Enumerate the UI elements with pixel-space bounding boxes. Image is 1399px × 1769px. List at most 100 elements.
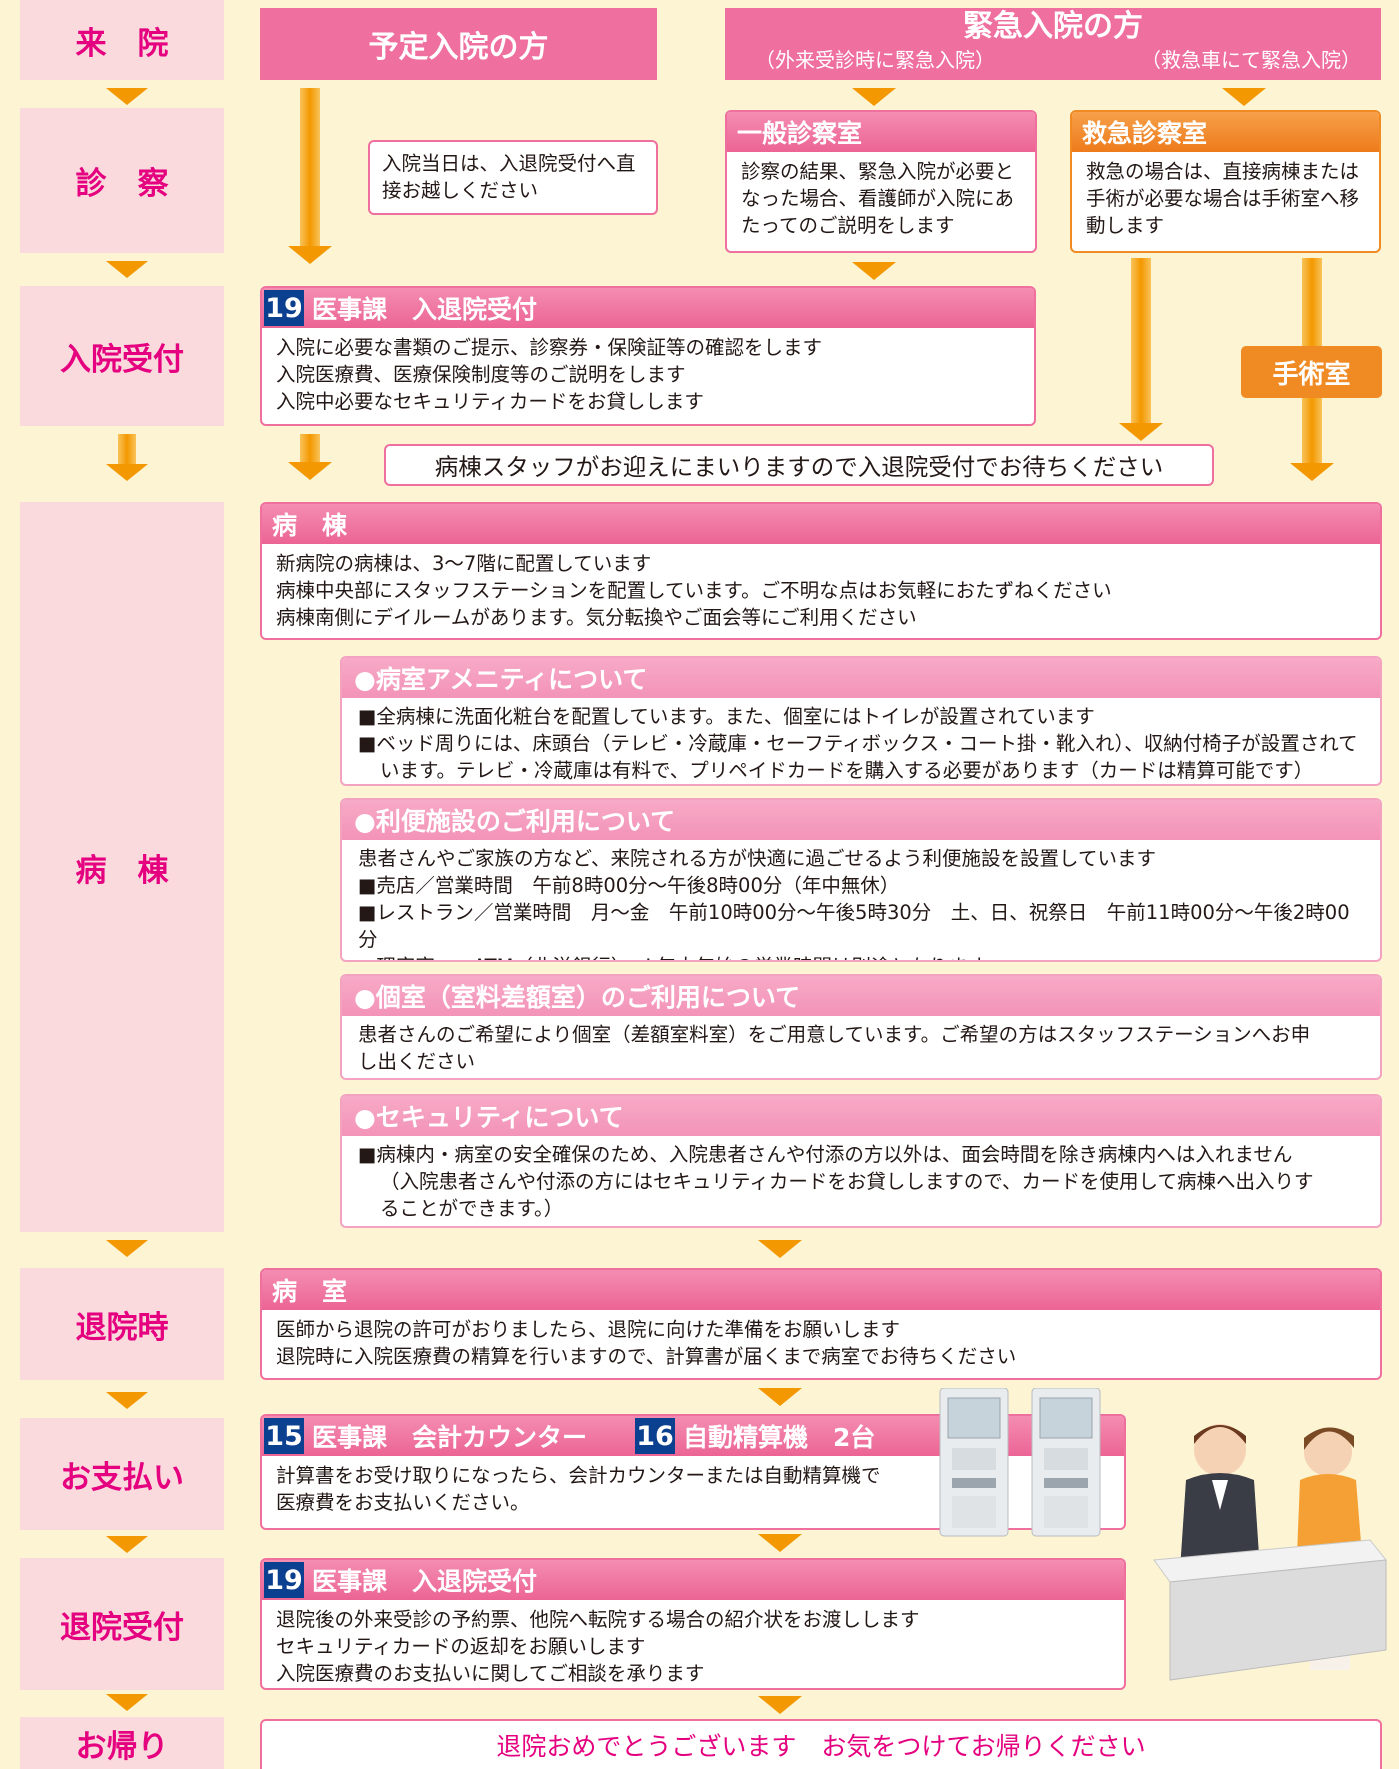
planned-note: 入院当日は、入退院受付へ直接お越しください xyxy=(368,140,658,215)
discharge-header: 19 医事課 入退院受付 xyxy=(262,1560,1124,1600)
security-line-2: （入院患者さんや付添の方にはセキュリティカードをお貸ししますので、カードを使用し… xyxy=(380,1170,1314,1193)
room-line-1: 医師から退院の許可がおりましたら、退院に向けた準備をお願いします xyxy=(276,1318,901,1341)
farewell-message: 退院おめでとうございます お気をつけてお帰りください xyxy=(260,1719,1382,1769)
room-box: 病 室 医師から退院の許可がおりましたら、退院に向けた準備をお願いします 退院時… xyxy=(260,1268,1382,1380)
step-discharge-time: 退院時 xyxy=(20,1268,224,1380)
admission-line-2: 入院医療費、医療保険制度等のご説明をします xyxy=(276,363,686,386)
step-arrow-5 xyxy=(106,1392,148,1409)
ward-line-2: 病棟中央部にスタッフステーションを配置しています。ご不明な点はお気軽におたずねく… xyxy=(276,579,1112,602)
payment-machine-title: 自動精算機 2台 xyxy=(683,1423,876,1452)
emergency-title: 緊急入院の方 xyxy=(963,9,1143,44)
discharge-line-1: 退院後の外来受診の予約票、他院へ転院する場合の紹介状をお渡しします xyxy=(276,1608,920,1631)
step-arrow-7 xyxy=(106,1694,148,1711)
security-body: ■病棟内・病室の安全確保のため、入院患者さんや付添の方以外は、面会時間を除き病棟… xyxy=(342,1136,1380,1226)
room-line-2: 退院時に入院医療費の精算を行いますので、計算書が届くまで病室でお待ちください xyxy=(276,1345,1017,1368)
er-arrow-surgery-head xyxy=(1290,463,1334,481)
planned-arrow-head xyxy=(288,246,332,264)
general-exam-box: 一般診察室 診察の結果、緊急入院が必要となった場合、看護師が入院にあたってのご説… xyxy=(725,110,1037,253)
payment-line-2: 医療費をお支払いください。 xyxy=(276,1491,530,1514)
room-title: 病 室 xyxy=(262,1270,1380,1310)
er-exam-title: 救急診察室 xyxy=(1072,112,1379,152)
planned-arrow-shaft xyxy=(300,88,320,246)
discharge-counter-number: 19 xyxy=(264,1562,304,1598)
facility-line-3: ■レストラン／営業時間 月～金 午前10時00分～午後5時30分 土、日、祝祭日… xyxy=(358,901,1350,951)
amenity-box: ●病室アメニティについて ■全病棟に洗面化粧台を配置しています。また、個室にはト… xyxy=(340,656,1382,786)
payment-line-1: 計算書をお受け取りになったら、会計カウンターまたは自動精算機で xyxy=(276,1464,881,1487)
reception-counter xyxy=(1153,1539,1387,1681)
step-ward: 病 棟 xyxy=(20,502,224,1232)
amenity-line-3: います。テレビ・冷蔵庫は有料で、プリペイドカードを購入する必要があります（カード… xyxy=(380,759,1314,782)
step-visit: 来 院 xyxy=(20,0,224,80)
admission-box: 19 医事課 入退院受付 入院に必要な書類のご提示、診察券・保険証等の確認をします… xyxy=(260,286,1036,426)
er-exam-box: 救急診察室 救急の場合は、直接病棟または手術が必要な場合は手術室へ移動します xyxy=(1070,110,1381,253)
step-exam: 診 察 xyxy=(20,108,224,253)
emergency-header: 緊急入院の方 （外来受診時に緊急入院） （救急車にて緊急入院） xyxy=(725,8,1381,80)
security-box: ●セキュリティについて ■病棟内・病室の安全確保のため、入院患者さんや付添の方以… xyxy=(340,1094,1382,1228)
admission-body: 入院に必要な書類のご提示、診察券・保険証等の確認をします 入院医療費、医療保険制… xyxy=(262,328,1034,421)
security-title: ●セキュリティについて xyxy=(342,1096,1380,1136)
staff-person xyxy=(1180,1424,1260,1570)
discharge-body: 退院後の外来受診の予約票、他院へ転院する場合の紹介状をお渡しします セキュリティ… xyxy=(262,1600,1124,1688)
step-arrow-1 xyxy=(106,88,148,105)
er-arrow-ward-head xyxy=(1119,423,1163,441)
admission-line-1: 入院に必要な書類のご提示、診察券・保険証等の確認をします xyxy=(276,336,823,359)
private-room-box: ●個室（室料差額室）のご利用について 患者さんのご希望により個室（差額室料室）を… xyxy=(340,974,1382,1080)
er-arrow-ward-shaft xyxy=(1131,258,1151,423)
step-payment: お支払い xyxy=(20,1418,224,1530)
emergency-subtitles: （外来受診時に緊急入院） （救急車にて緊急入院） xyxy=(725,44,1381,73)
step-arrow-6 xyxy=(106,1536,148,1553)
payment-machine-2 xyxy=(1031,1388,1101,1537)
security-line-3: ることができます。） xyxy=(380,1197,564,1220)
payment-machines-illustration xyxy=(939,1388,1101,1537)
emergency-sub-outpatient: （外来受診時に緊急入院） xyxy=(755,48,995,72)
admission-header: 19 医事課 入退院受付 xyxy=(262,288,1034,328)
payment-machine-number: 16 xyxy=(635,1418,676,1454)
private-room-line-1: 患者さんのご希望により個室（差額室料室）をご用意しています。ご希望の方はスタッフ… xyxy=(358,1023,1311,1046)
private-room-title: ●個室（室料差額室）のご利用について xyxy=(342,976,1380,1016)
step-arrow-3-shaft xyxy=(118,434,136,464)
step-arrow-4 xyxy=(106,1240,148,1257)
planned-header: 予定入院の方 xyxy=(260,8,657,80)
ward-body: 新病院の病棟は、3～7階に配置しています 病棟中央部にスタッフステーションを配置… xyxy=(262,544,1380,637)
payment-body: 計算書をお受け取りになったら、会計カウンターまたは自動精算機で 医療費をお支払い… xyxy=(262,1456,1124,1522)
discharge-title: 医事課 入退院受付 xyxy=(312,1567,538,1596)
step-arrow-2 xyxy=(106,261,148,278)
general-exam-text: 診察の結果、緊急入院が必要となった場合、看護師が入院にあたってのご説明をします xyxy=(741,160,1015,237)
ward-line-3: 病棟南側にデイルームがあります。気分転換やご面会等にご利用ください xyxy=(276,606,917,629)
facility-line-2: ■売店／営業時間 午前8時00分～午後8時00分（年中無休） xyxy=(358,874,900,897)
room-body: 医師から退院の許可がおりましたら、退院に向けた準備をお願いします 退院時に入院医… xyxy=(262,1310,1380,1376)
discharge-box: 19 医事課 入退院受付 退院後の外来受診の予約票、他院へ転院する場合の紹介状をお… xyxy=(260,1558,1126,1690)
payment-counter-title: 医事課 会計カウンター xyxy=(312,1423,588,1452)
security-line-1: ■病棟内・病室の安全確保のため、入院患者さんや付添の方以外は、面会時間を除き病棟… xyxy=(358,1143,1293,1166)
amenity-line-1: ■全病棟に洗面化粧台を配置しています。また、個室にはトイレが設置されています xyxy=(358,705,1095,728)
private-room-line-2: し出ください xyxy=(358,1050,476,1073)
amenity-title: ●病室アメニティについて xyxy=(342,658,1380,698)
discharge-line-3: 入院医療費のお支払いに関してご相談を承ります xyxy=(276,1662,705,1685)
er-exam-text: 救急の場合は、直接病棟または手術が必要な場合は手術室へ移動します xyxy=(1086,160,1360,237)
surgery-room-label: 手術室 xyxy=(1241,346,1382,398)
admission-counter-number: 19 xyxy=(264,290,304,326)
admission-arrow-head xyxy=(288,462,332,480)
admission-title: 医事課 入退院受付 xyxy=(312,295,538,324)
counter-staff-illustration xyxy=(1153,1424,1387,1681)
general-exam-arrow xyxy=(852,262,896,280)
emergency-arrow-1 xyxy=(852,88,896,106)
facility-title: ●利便施設のご利用について xyxy=(342,800,1380,840)
facility-line-1: 患者さんやご家族の方など、来院される方が快適に過ごせるよう利便施設を設置していま… xyxy=(358,847,1156,870)
step-go-home: お帰り xyxy=(20,1717,224,1769)
amenity-line-2: ■ベッド周りには、床頭台（テレビ・冷蔵庫・セーフティボックス・コート掛・靴入れ）… xyxy=(358,732,1358,755)
ward-line-1: 新病院の病棟は、3～7階に配置しています xyxy=(276,552,652,575)
private-room-body: 患者さんのご希望により個室（差額室料室）をご用意しています。ご希望の方はスタッフ… xyxy=(342,1016,1380,1078)
amenity-body: ■全病棟に洗面化粧台を配置しています。また、個室にはトイレが設置されています ■… xyxy=(342,698,1380,784)
payment-machine-1 xyxy=(939,1388,1009,1537)
ward-to-room-arrow xyxy=(758,1240,802,1258)
discharge-line-2: セキュリティカードの返却をお願いします xyxy=(276,1635,646,1658)
admission-line-3: 入院中必要なセキュリティカードをお貸しします xyxy=(276,390,704,413)
step-arrow-3 xyxy=(106,464,148,481)
admission-arrow-shaft xyxy=(300,434,320,462)
ward-box: 病 棟 新病院の病棟は、3～7階に配置しています 病棟中央部にスタッフステーショ… xyxy=(260,502,1382,640)
ward-title: 病 棟 xyxy=(262,504,1380,544)
payment-counter-number: 15 xyxy=(264,1418,304,1454)
facility-box: ●利便施設のご利用について 患者さんやご家族の方など、来院される方が快適に過ごせ… xyxy=(340,798,1382,962)
room-to-payment-arrow xyxy=(758,1388,802,1406)
